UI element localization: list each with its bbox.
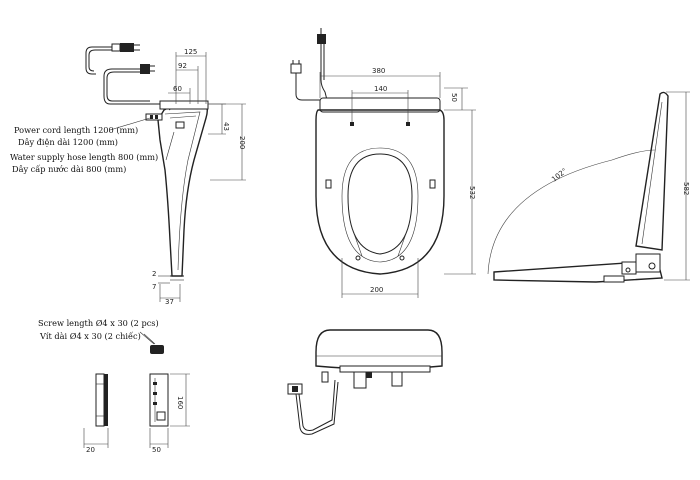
dim-200-side: 200 — [238, 136, 246, 149]
dim-20-bracket: 20 — [86, 446, 95, 454]
dim-60: 60 — [173, 85, 182, 93]
dim-532: 532 — [468, 186, 476, 199]
power-cord-label-vi: Dây điện dài 1200 (mm) — [18, 137, 118, 147]
front-plug-icon — [287, 383, 303, 395]
dim-92: 92 — [178, 62, 187, 70]
dim-7: 7 — [152, 283, 156, 291]
power-plug-icon — [111, 43, 140, 52]
dim-43: 43 — [222, 122, 230, 131]
dim-50-top: 50 — [450, 93, 458, 102]
dim-140: 140 — [374, 85, 387, 93]
screw-icon — [139, 331, 164, 354]
dim-200-top: 200 — [370, 286, 383, 294]
dim-582: 582 — [682, 182, 690, 195]
dim-37: 37 — [165, 298, 174, 306]
mounting-bracket: 20 50 160 — [83, 373, 190, 454]
dim-50-bracket: 50 — [152, 446, 161, 454]
dim-380: 380 — [372, 67, 385, 75]
dim-160: 160 — [176, 396, 184, 409]
water-hose-label-vi: Dây cấp nước dài 800 (mm) — [12, 164, 126, 174]
screw-label-en: Screw length Ø4 x 30 (2 pcs) — [38, 318, 159, 328]
dim-102deg: 102° — [550, 167, 568, 184]
water-hose-label-en: Water supply hose length 800 (mm) — [10, 152, 158, 162]
screw-label-vi: Vít dài Ø4 x 30 (2 chiếc) — [39, 331, 141, 341]
profile-view: 102° 582 — [487, 91, 690, 283]
top-view: 380 140 50 532 200 — [290, 28, 476, 298]
connector-plug-icon — [103, 64, 155, 105]
side-view: 125 92 60 43 200 2 7 37 — [85, 43, 246, 306]
power-cord-label-en: Power cord length 1200 (mm) — [14, 125, 138, 135]
top-plug-icon — [290, 28, 326, 74]
dim-2: 2 — [152, 270, 156, 278]
front-view — [287, 329, 443, 435]
dim-125: 125 — [184, 48, 197, 56]
